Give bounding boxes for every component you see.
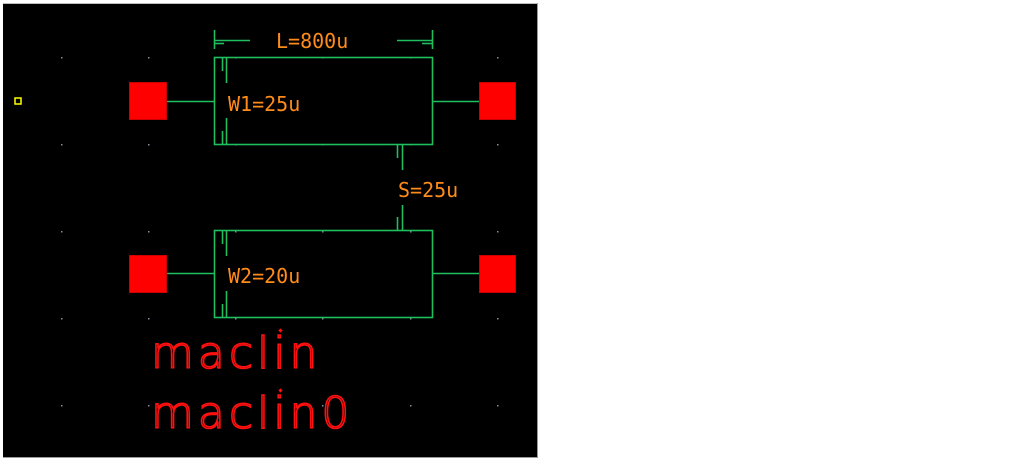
schematic-drawing[interactable]: L=800u W1=25u S=25u	[3, 4, 537, 457]
grid-dot	[61, 144, 63, 146]
grid-dot	[322, 405, 324, 407]
grid-dot	[410, 318, 412, 320]
grid-dot	[61, 57, 63, 59]
grid-dot	[497, 405, 499, 407]
grid-dot	[148, 231, 150, 233]
grid-dot	[148, 318, 150, 320]
strip-line-1[interactable]	[167, 56, 480, 146]
strip-line-2[interactable]	[167, 229, 480, 319]
schematic-canvas[interactable]: L=800u W1=25u S=25u	[3, 3, 538, 458]
pin-3[interactable]	[129, 255, 167, 293]
grid-dot	[61, 318, 63, 320]
grid-dot	[61, 405, 63, 407]
grid-dot	[148, 405, 150, 407]
grid-dot	[148, 57, 150, 59]
grid-dot	[235, 405, 237, 407]
instance-name-label[interactable]: maclin0	[150, 387, 353, 440]
grid-dot	[497, 144, 499, 146]
grid-dot	[61, 231, 63, 233]
spacing-dimension	[396, 145, 404, 230]
grid-dot	[497, 231, 499, 233]
length-dimension	[213, 30, 434, 49]
grid-dot	[148, 144, 150, 146]
label-origin-marker-icon	[278, 328, 283, 333]
grid-dot	[410, 231, 412, 233]
grid-dot	[322, 318, 324, 320]
pin-2[interactable]	[479, 82, 516, 120]
grid-dot	[497, 318, 499, 320]
pin-1[interactable]	[129, 82, 167, 120]
line1-width-label[interactable]: W1=25u	[228, 92, 300, 116]
cell-name-label[interactable]: maclin	[150, 327, 321, 380]
grid-dot	[410, 405, 412, 407]
label-origin-marker-icon	[278, 388, 283, 393]
origin-marker-icon	[14, 97, 22, 105]
pin-4[interactable]	[479, 255, 516, 293]
length-label[interactable]: L=800u	[276, 29, 348, 53]
grid-dot	[235, 318, 237, 320]
line2-width-label[interactable]: W2=20u	[228, 264, 300, 288]
spacing-label[interactable]: S=25u	[398, 178, 458, 202]
grid-dot	[235, 231, 237, 233]
grid-dot	[497, 57, 499, 59]
grid-dot	[322, 231, 324, 233]
